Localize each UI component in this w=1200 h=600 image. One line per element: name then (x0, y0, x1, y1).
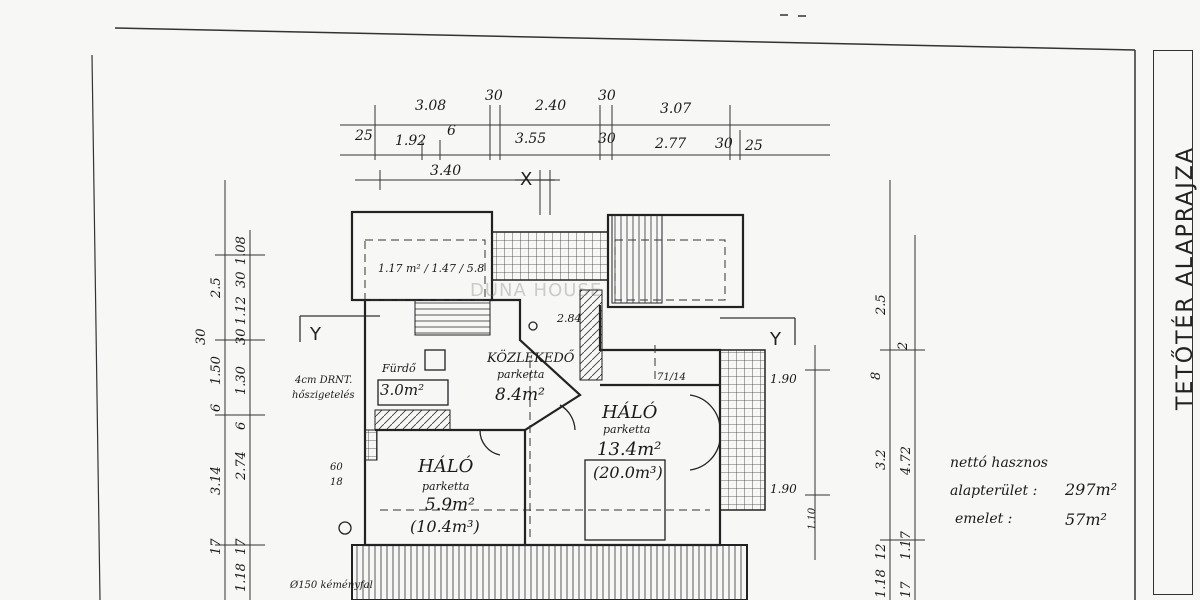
dim-355: 3.55 (515, 131, 546, 147)
ldim-6b: 6 (234, 422, 249, 430)
ldim-30a: 30 (234, 271, 249, 288)
summary-line1: nettó hasznos (950, 455, 1048, 471)
axis-y-right: Y (769, 329, 782, 350)
right-dimension-lines (805, 180, 925, 600)
rdim-110: 1.10 (807, 507, 818, 530)
room-halo1-name: HÁLÓ (601, 400, 658, 423)
drawing-title: TETŐTÉR ALAPRAJZA (1173, 146, 1198, 410)
summary-value1: 297m² (1064, 480, 1117, 499)
dim-277: 2.77 (654, 136, 686, 152)
rdim-25: 2.5 (874, 294, 889, 316)
note-drnt: 4cm DRNT. (294, 375, 352, 386)
left-dimension-lines (215, 180, 265, 600)
ldim-30b: 30 (194, 328, 209, 345)
area-summary: nettó hasznos alapterület : 297m² emelet… (950, 455, 1117, 529)
fixtures (338, 321, 721, 541)
room-halo2-floor: parketta (422, 480, 469, 493)
rdim-472: 4.72 (899, 446, 914, 476)
stair-top-right (611, 214, 663, 304)
stair-column (579, 289, 603, 381)
dim-25b: 25 (744, 138, 763, 154)
dim-307: 3.07 (660, 101, 691, 117)
title-box (1153, 50, 1193, 595)
stair-steps (414, 299, 491, 336)
room-labels: KÖZLEKEDŐ parketta 8.4m² HÁLÓ parketta 1… (289, 262, 663, 591)
ldim-274: 2.74 (234, 451, 249, 481)
axis-x: X (520, 169, 532, 190)
balcony-right (719, 349, 766, 511)
room-top-left-note: 1.17 m² / 1.47 / 5.8 (378, 262, 484, 275)
left-dim-labels: 2.5 30 1.08 1.12 30 1.50 30 1.30 6 3.14 … (194, 236, 249, 592)
room-halo2-area: 5.9m² (425, 495, 475, 515)
frame-left (91, 54, 101, 600)
room-halo1-volume: (20.0m³) (593, 463, 663, 482)
ldim-108: 1.08 (234, 236, 249, 265)
dim-25a: 25 (354, 128, 373, 144)
dim-18: 18 (330, 477, 343, 488)
ldim-30c: 30 (234, 328, 249, 345)
right-dim-labels: 2.5 8 2 3.2 4.72 12 1.17 1.18 17 1.10 (807, 294, 914, 598)
dim-240: 2.40 (534, 98, 566, 114)
dim-284: 2.84 (556, 312, 582, 325)
dimension-labels: 3.08 30 2.40 30 3.07 25 1.92 6 3.55 30 2… (330, 88, 797, 496)
summary-line3: emelet : (955, 511, 1012, 527)
rdim-2: 2 (896, 342, 911, 351)
summary-line2: alapterület : (950, 483, 1037, 499)
dim-30b: 30 (598, 88, 616, 104)
dashed-outlines (364, 239, 726, 540)
rdim-12: 12 (874, 543, 889, 560)
dim-60: 60 (330, 462, 343, 473)
rdim-117: 1.17 (899, 530, 914, 560)
dim-7114: 71/14 (657, 372, 686, 383)
ldim-150: 1.50 (209, 356, 224, 385)
ldim-17b: 17 (234, 538, 249, 555)
balcony-bottom (351, 544, 748, 600)
axis-labels: Y Y X (309, 169, 782, 350)
dim-30d: 30 (715, 136, 733, 152)
dim-340: 3.40 (430, 163, 461, 179)
axis-lines (299, 179, 796, 345)
dim-192: 1.92 (395, 133, 426, 149)
room-halo1-floor: parketta (603, 423, 650, 436)
ldim-25: 2.5 (209, 277, 224, 299)
storage-hatch (374, 409, 451, 431)
dim-6: 6 (447, 123, 456, 139)
room-kozlekedo-floor: parketta (497, 368, 544, 381)
wall-detail (364, 429, 378, 461)
room-halo2-name: HÁLÓ (417, 454, 474, 477)
frame-top (114, 27, 1136, 51)
dim-190b: 1.90 (770, 482, 797, 496)
ldim-118: 1.18 (234, 563, 249, 592)
ldim-314: 3.14 (209, 466, 224, 495)
dim-308: 3.08 (415, 98, 446, 114)
ldim-112: 1.12 (234, 296, 249, 325)
summary-value2: 57m² (1065, 510, 1107, 529)
room-halo1-area: 13.4m² (597, 439, 661, 460)
rdim-118: 1.18 (874, 569, 889, 598)
top-dimension-lines (340, 105, 830, 215)
ldim-130: 1.30 (234, 366, 249, 395)
dim-30c: 30 (598, 131, 616, 147)
ldim-17a: 17 (209, 538, 224, 555)
rdim-8: 8 (869, 372, 884, 380)
watermark-logo: DUNA HOUSE (470, 280, 603, 301)
dim-190a: 1.90 (770, 372, 797, 386)
dim-30a: 30 (485, 88, 503, 104)
room-kozlekedo-name: KÖZLEKEDŐ (486, 349, 575, 366)
note-chimney: Ø150 kéményfal (289, 580, 373, 591)
room-halo2-volume: (10.4m³) (410, 517, 480, 536)
axis-y-left: Y (309, 324, 322, 345)
room-furdo-area: 3.0m² (380, 381, 424, 399)
balcony-grid (491, 231, 609, 281)
ldim-6a: 6 (209, 404, 224, 412)
room-kozlekedo-area: 8.4m² (495, 385, 545, 405)
rdim-17: 17 (899, 581, 914, 598)
rdim-32: 3.2 (874, 449, 889, 470)
room-furdo-name: Fürdő (381, 362, 417, 375)
note-hoszigeteles: hőszigetelés (292, 390, 355, 401)
